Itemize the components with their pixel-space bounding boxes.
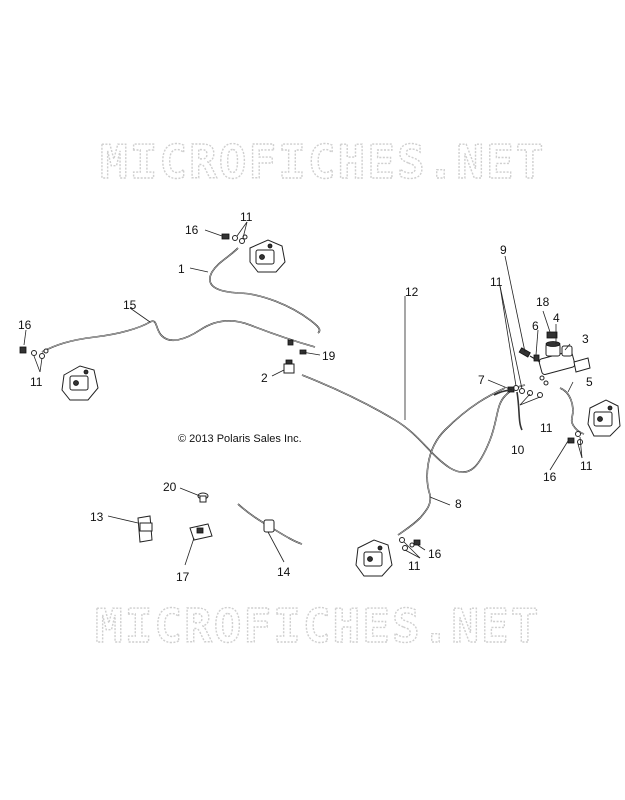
callout-11-mid[interactable]: 11 xyxy=(540,421,553,435)
brake-line-15[interactable] xyxy=(41,320,316,353)
callout-16-top[interactable]: 16 xyxy=(185,223,199,237)
callout-11-top[interactable]: 11 xyxy=(240,210,253,224)
brake-line-12[interactable] xyxy=(301,374,526,473)
brake-line-10[interactable] xyxy=(516,391,523,431)
callout-11-lower[interactable]: 11 xyxy=(408,559,421,573)
callout-16-left[interactable]: 16 xyxy=(18,318,32,332)
leader-lines xyxy=(23,221,583,566)
callout-13[interactable]: 13 xyxy=(90,510,104,524)
callout-20[interactable]: 20 xyxy=(163,480,177,494)
upper-caliper xyxy=(249,239,286,273)
callout-4[interactable]: 4 xyxy=(553,311,560,325)
brake-line-7[interactable] xyxy=(493,389,513,396)
right-caliper xyxy=(587,399,621,437)
banjo-fittings-lower xyxy=(399,537,421,551)
banjo-fittings-right xyxy=(567,431,583,445)
copyright-text: © 2013 Polaris Sales Inc. xyxy=(178,433,302,445)
reservoir-cap-18[interactable] xyxy=(546,331,558,339)
callout-11-left[interactable]: 11 xyxy=(30,375,43,389)
master-cylinder-3[interactable] xyxy=(538,341,591,376)
callout-2[interactable]: 2 xyxy=(261,371,268,385)
callout-11-master[interactable]: 11 xyxy=(490,275,503,289)
nut-17[interactable] xyxy=(189,523,213,541)
brake-line-5[interactable] xyxy=(559,387,585,435)
banjo-fittings-top xyxy=(221,233,248,244)
callout-3[interactable]: 3 xyxy=(582,332,589,346)
callout-10[interactable]: 10 xyxy=(511,443,525,457)
watermark-top: MICROFICHES.NET xyxy=(100,135,545,189)
bolt-20[interactable] xyxy=(197,492,209,503)
clip-2[interactable] xyxy=(283,359,295,374)
callout-18[interactable]: 18 xyxy=(536,295,550,309)
callouts: 1 2 3 4 5 6 7 8 9 10 11 11 11 11 11 11 1… xyxy=(18,210,593,584)
left-caliper xyxy=(61,365,99,401)
fitting-6[interactable] xyxy=(533,354,540,362)
callout-14[interactable]: 14 xyxy=(277,565,291,579)
callout-17[interactable]: 17 xyxy=(176,570,190,584)
callout-12[interactable]: 12 xyxy=(405,285,419,299)
callout-7[interactable]: 7 xyxy=(478,373,485,387)
callout-8[interactable]: 8 xyxy=(455,497,462,511)
brake-line-8[interactable] xyxy=(397,387,506,536)
clamp-13[interactable] xyxy=(137,515,153,543)
callout-15[interactable]: 15 xyxy=(123,298,137,312)
callout-6[interactable]: 6 xyxy=(532,319,539,333)
callout-9[interactable]: 9 xyxy=(500,243,507,257)
cable-tie-14[interactable] xyxy=(237,503,303,545)
callout-1[interactable]: 1 xyxy=(178,262,185,276)
callout-19[interactable]: 19 xyxy=(322,349,336,363)
callout-11-right[interactable]: 11 xyxy=(580,459,593,473)
lower-caliper xyxy=(355,539,393,577)
brake-line-1[interactable] xyxy=(209,247,321,334)
banjo-fittings-master xyxy=(507,375,549,398)
callout-16-right[interactable]: 16 xyxy=(543,470,557,484)
callout-16-lower[interactable]: 16 xyxy=(428,547,442,561)
callout-5[interactable]: 5 xyxy=(586,375,593,389)
watermark-bottom: MICROFICHES.NET xyxy=(95,599,540,653)
